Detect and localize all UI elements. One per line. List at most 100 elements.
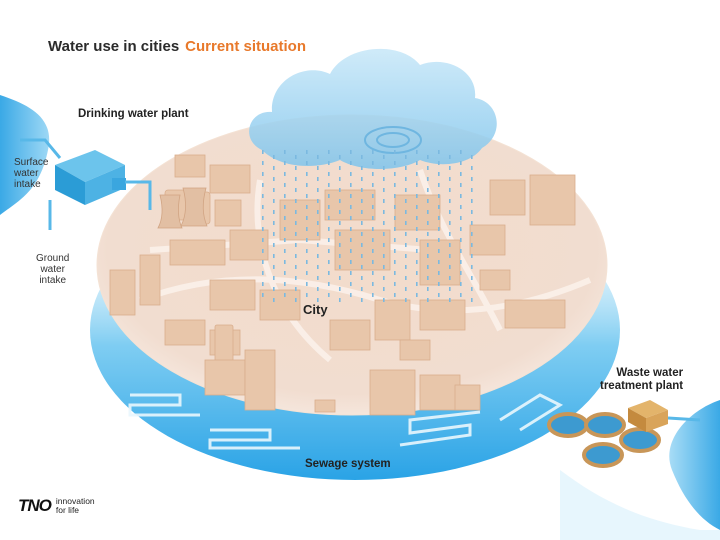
rain-drop bbox=[350, 227, 352, 231]
rain-drop bbox=[394, 205, 396, 209]
rain-drop bbox=[262, 205, 264, 209]
rain-drop bbox=[427, 232, 429, 236]
rain-drop bbox=[471, 188, 473, 192]
rain-drop bbox=[427, 287, 429, 291]
rain-drop bbox=[372, 271, 374, 275]
rain-drop bbox=[372, 293, 374, 297]
rain-drop bbox=[471, 287, 473, 291]
rain-drop bbox=[361, 243, 363, 247]
rain-drop bbox=[427, 243, 429, 247]
rain-drop bbox=[383, 265, 385, 269]
rain-drop bbox=[449, 243, 451, 247]
rain-drop bbox=[350, 293, 352, 297]
rain-drop bbox=[449, 221, 451, 225]
sewage-pipe-icon bbox=[128, 393, 564, 450]
rain-drop bbox=[262, 271, 264, 275]
rain-drop bbox=[438, 249, 440, 253]
rain-drop bbox=[361, 265, 363, 269]
rain-drop bbox=[449, 232, 451, 236]
rain-drop bbox=[438, 205, 440, 209]
rain-drop bbox=[339, 298, 341, 302]
rain-drop bbox=[273, 243, 275, 247]
rain-drop bbox=[394, 216, 396, 220]
rain-drop bbox=[295, 166, 297, 170]
rain-drop bbox=[372, 205, 374, 209]
rain-drop bbox=[306, 172, 308, 176]
rain-drop bbox=[416, 150, 418, 154]
rain-drop bbox=[361, 155, 363, 159]
rain-drop bbox=[339, 232, 341, 236]
rain-drop bbox=[438, 161, 440, 165]
rain-drop bbox=[449, 155, 451, 159]
rain-drop bbox=[405, 166, 407, 170]
rain-drop bbox=[449, 177, 451, 181]
rain-drop bbox=[361, 254, 363, 258]
river-left bbox=[0, 95, 50, 215]
rain-drop bbox=[372, 216, 374, 220]
rain-drop bbox=[372, 227, 374, 231]
rain-drop bbox=[372, 282, 374, 286]
rain-drop bbox=[317, 243, 319, 247]
rain-drop bbox=[284, 249, 286, 253]
rain-drop bbox=[317, 199, 319, 203]
rain-drop bbox=[394, 282, 396, 286]
rain-drop bbox=[262, 183, 264, 187]
rain-drop bbox=[284, 238, 286, 242]
rain-drop bbox=[394, 271, 396, 275]
rain-drop bbox=[471, 265, 473, 269]
rain-drop bbox=[295, 298, 297, 302]
rain-drop bbox=[284, 194, 286, 198]
rain-drop bbox=[383, 243, 385, 247]
rain-drop bbox=[427, 177, 429, 181]
rain-drop bbox=[284, 172, 286, 176]
rain-drop bbox=[295, 199, 297, 203]
rain-drop bbox=[317, 265, 319, 269]
rain-drop bbox=[394, 293, 396, 297]
rain-drop bbox=[350, 271, 352, 275]
rain-drop bbox=[383, 210, 385, 214]
rain-drop bbox=[361, 166, 363, 170]
rain-drop bbox=[383, 188, 385, 192]
rain-drop bbox=[416, 238, 418, 242]
rain-drop bbox=[471, 232, 473, 236]
rain-drop bbox=[284, 260, 286, 264]
rain-drop bbox=[405, 254, 407, 258]
rain-drop bbox=[273, 177, 275, 181]
rain-drop bbox=[306, 205, 308, 209]
rain-drop bbox=[394, 150, 396, 154]
rain-drop bbox=[350, 150, 352, 154]
rain-drop bbox=[460, 282, 462, 286]
rain-drop bbox=[460, 194, 462, 198]
rain-drop bbox=[394, 249, 396, 253]
rain-drop bbox=[262, 293, 264, 297]
rain-drop bbox=[361, 298, 363, 302]
cloud-icon bbox=[249, 48, 497, 169]
rain-drop bbox=[416, 249, 418, 253]
rain-drop bbox=[471, 155, 473, 159]
rain-drop bbox=[328, 205, 330, 209]
rain-drop bbox=[262, 216, 264, 220]
rain-drop bbox=[383, 155, 385, 159]
rain-drop bbox=[416, 183, 418, 187]
rain-drop bbox=[350, 161, 352, 165]
rain-drop bbox=[273, 210, 275, 214]
tno-logo: TNO innovation for life bbox=[18, 496, 95, 516]
rain-drop bbox=[383, 298, 385, 302]
rain-drop bbox=[438, 238, 440, 242]
rain-drop bbox=[471, 276, 473, 280]
rain-drop bbox=[471, 254, 473, 258]
rain-drop bbox=[350, 249, 352, 253]
logo-tagline: innovation for life bbox=[55, 496, 95, 515]
rain-drop bbox=[273, 265, 275, 269]
rain-drop bbox=[262, 172, 264, 176]
rain-drop bbox=[328, 172, 330, 176]
rain-drop bbox=[416, 194, 418, 198]
rain-drop bbox=[394, 183, 396, 187]
rain-drop bbox=[284, 205, 286, 209]
rain-drop bbox=[416, 227, 418, 231]
rain-drop bbox=[372, 249, 374, 253]
rain-drop bbox=[416, 293, 418, 297]
rain-drop bbox=[438, 150, 440, 154]
